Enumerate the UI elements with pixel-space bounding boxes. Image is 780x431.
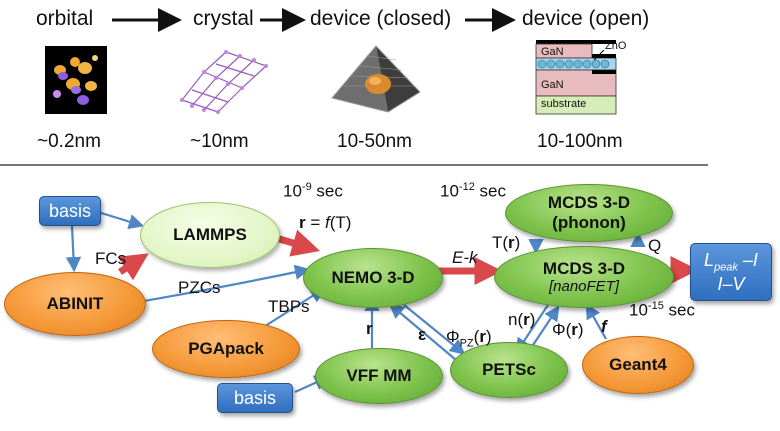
stage-label-orbital: orbital (36, 7, 94, 30)
stage-label-device-open: device (open) (522, 7, 650, 30)
label-phi-r: Φ(r) (552, 320, 584, 339)
crystal-image (180, 50, 268, 114)
arrow-nemo-petsc (397, 299, 466, 355)
label-n-r: n(r) (508, 310, 536, 329)
basis-box-bottom: basis (217, 383, 293, 413)
orbital-image (45, 46, 107, 114)
layer-label-substrate: substrate (541, 98, 587, 110)
time-12-exp: -12 (458, 181, 475, 193)
arrow-petsc-nemo (388, 303, 457, 361)
output-line-1: Lpeak –I (704, 250, 758, 274)
device-closed-image (331, 45, 421, 113)
arrow-abinit-lammps (117, 253, 149, 281)
output-lpeak-main: L (704, 249, 715, 270)
abinit-node: ABINIT (4, 272, 146, 336)
stage-label-crystal: crystal (193, 7, 254, 30)
pgapack-node: PGApack (152, 320, 300, 378)
time-15-unit: sec (663, 300, 696, 320)
output-box: Lpeak –I I–V (690, 243, 772, 301)
time-15-exp: -15 (647, 300, 664, 312)
label-phi-pz: ΦPZ(r) (446, 327, 492, 350)
time-12-unit: sec (474, 181, 507, 201)
layer-label-zno: ZnO (605, 40, 627, 52)
petsc-node: PETSc (450, 342, 568, 398)
time-15-base: 10 (629, 300, 648, 320)
time-12-base: 10 (440, 181, 459, 201)
arrow-pgapack-nemo (261, 287, 326, 329)
output-line-2: I–V (717, 273, 745, 294)
mcds-phonon-title: MCDS 3-D (547, 193, 631, 213)
mcds-subtitle: [nanoFET] (548, 278, 620, 296)
label-pzcs: PZCs (178, 278, 221, 297)
label-f: f (601, 317, 607, 336)
basis-box-top: basis (39, 196, 101, 226)
label-time-9: 10-9 sec (283, 181, 343, 202)
lammps-node: LAMMPS (140, 202, 280, 268)
label-tbps: TBPs (268, 297, 310, 316)
label-r: r (366, 319, 373, 338)
label-ek: E-k (452, 248, 478, 267)
nemo-node: NEMO 3-D (303, 248, 443, 308)
device-open-image (535, 40, 617, 115)
label-t-r: T(r) (492, 233, 521, 252)
label-fcs: FCs (95, 249, 127, 268)
geant-node: Geant4 (582, 336, 694, 394)
output-lpeak-sub: peak (714, 261, 738, 274)
scale-label-device-open: 10-100nm (537, 131, 623, 152)
label-epsilon: ε (418, 325, 427, 344)
stage-label-device-closed: device (closed) (310, 7, 452, 30)
label-time-15: 10-15 sec (629, 300, 695, 321)
scale-label-crystal: ~10nm (190, 131, 249, 152)
scale-label-orbital: ~0.2nm (37, 131, 101, 152)
arrow-geant-mcds (585, 303, 607, 340)
time-9-exp: -9 (301, 181, 312, 193)
vff-node: VFF MM (315, 348, 443, 404)
label-r-equals-f-t: r = f(T) (299, 213, 352, 232)
time-9-unit: sec (311, 181, 343, 201)
layer-label-gan-top: GaN (541, 46, 564, 58)
label-q: Q (648, 236, 662, 255)
mcds-phonon-node: MCDS 3-D (phonon) (505, 184, 673, 242)
layer-label-gan-bottom: GaN (541, 79, 564, 91)
time-9-base: 10 (283, 181, 302, 201)
arrow-basis-lammps (97, 210, 145, 230)
arrow-basis-abinit (65, 225, 82, 273)
label-time-12: 10-12 sec (440, 181, 506, 202)
mcds-title: MCDS 3-D (542, 258, 626, 278)
mcds-phonon-subtitle: (phonon) (552, 213, 626, 232)
arrow-lammps-nemo (275, 229, 321, 257)
scale-label-device-closed: 10-50nm (337, 131, 412, 152)
mcds-nanofet-node: MCDS 3-D [nanoFET] (494, 246, 674, 308)
output-lpeak-tail: –I (737, 249, 758, 270)
